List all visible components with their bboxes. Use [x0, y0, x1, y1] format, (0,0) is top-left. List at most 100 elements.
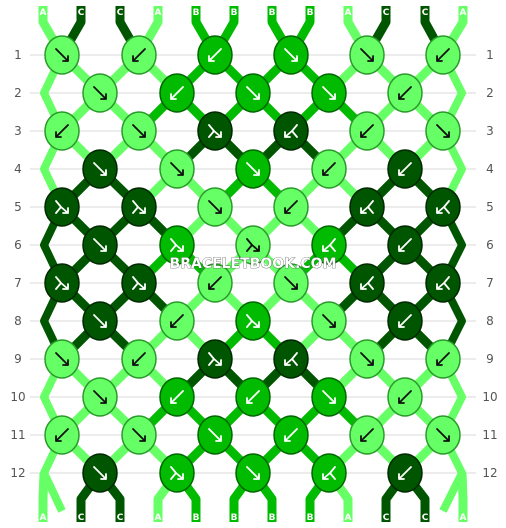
knot-arrow-icon	[398, 162, 412, 176]
knot	[121, 415, 157, 455]
knot	[44, 263, 80, 303]
knot	[235, 149, 271, 189]
knot-arrow-icon	[170, 390, 184, 404]
knot-arrow-icon	[246, 314, 260, 328]
bottom-strand	[457, 472, 468, 522]
knot-arrow-icon	[360, 124, 374, 138]
knot-arrow-icon	[246, 86, 260, 100]
knot-arrow-icon	[398, 390, 412, 404]
knot	[44, 35, 80, 75]
knot-arrow-icon	[132, 276, 146, 290]
knot-arrow-icon	[55, 124, 69, 138]
knot	[44, 111, 80, 151]
knot-arrow-icon	[55, 48, 69, 62]
knot	[349, 187, 385, 227]
knot-arrow-icon	[208, 428, 222, 442]
knot	[387, 453, 423, 493]
knot-arrow-icon	[208, 200, 222, 214]
knot	[197, 111, 233, 151]
knot	[159, 301, 195, 341]
row-label-right: 1	[486, 48, 494, 62]
knot-arrow-icon	[170, 314, 184, 328]
knot	[273, 263, 309, 303]
knot-arrow-icon	[170, 466, 184, 480]
knot-arrow-icon	[93, 466, 107, 480]
knot	[44, 339, 80, 379]
top-strand-label: A	[460, 8, 467, 18]
top-strand-label: C	[78, 8, 85, 18]
row-label-left: 7	[14, 276, 22, 290]
knot	[349, 339, 385, 379]
knot	[235, 377, 271, 417]
knot	[273, 415, 309, 455]
knot	[425, 415, 461, 455]
row-label-left: 1	[14, 48, 22, 62]
knot	[121, 339, 157, 379]
knot-arrow-icon	[170, 86, 184, 100]
row-label-right: 5	[486, 200, 494, 214]
knot-arrow-icon	[436, 200, 450, 214]
bottom-strand-label: A	[40, 513, 47, 523]
watermark-text: BRACELETBOOK.COM	[170, 256, 337, 272]
knot	[197, 339, 233, 379]
bottom-strand-label: C	[78, 513, 85, 523]
knot-arrow-icon	[360, 352, 374, 366]
bottom-strand-label: B	[231, 513, 238, 523]
knot	[311, 377, 347, 417]
knot	[349, 111, 385, 151]
knot	[311, 453, 347, 493]
row-label-right: 12	[482, 466, 497, 480]
knot-arrow-icon	[246, 466, 260, 480]
knot-arrow-icon	[284, 428, 298, 442]
row-label-left: 2	[14, 86, 22, 100]
knot	[44, 187, 80, 227]
row-label-right: 4	[486, 162, 494, 176]
knot	[425, 339, 461, 379]
row-label-right: 8	[486, 314, 494, 328]
bottom-strand-label: B	[269, 513, 276, 523]
knot-arrow-icon	[93, 390, 107, 404]
row-label-left: 3	[14, 124, 22, 138]
knot	[387, 301, 423, 341]
knot-arrow-icon	[360, 428, 374, 442]
knot	[159, 225, 195, 265]
knot-arrow-icon	[436, 276, 450, 290]
knot-arrow-icon	[208, 48, 222, 62]
knot	[121, 263, 157, 303]
knot-arrow-icon	[436, 48, 450, 62]
bottom-strand-label: A	[345, 513, 352, 523]
knot-arrow-icon	[55, 200, 69, 214]
row-label-left: 9	[14, 352, 22, 366]
row-label-left: 12	[10, 466, 25, 480]
knot	[349, 35, 385, 75]
knot	[235, 453, 271, 493]
knot	[273, 339, 309, 379]
top-strand-label: A	[40, 8, 47, 18]
top-strand-label: B	[307, 8, 314, 18]
knot-arrow-icon	[284, 48, 298, 62]
knot-arrow-icon	[246, 390, 260, 404]
knot	[311, 301, 347, 341]
row-label-left: 11	[10, 428, 25, 442]
knot-arrow-icon	[284, 352, 298, 366]
knot-arrow-icon	[322, 162, 336, 176]
row-label-right: 2	[486, 86, 494, 100]
knot-arrow-icon	[93, 162, 107, 176]
knot-arrow-icon	[398, 86, 412, 100]
knot-arrow-icon	[170, 162, 184, 176]
knot-arrow-icon	[55, 276, 69, 290]
knot	[159, 377, 195, 417]
row-label-right: 11	[482, 428, 497, 442]
knot	[197, 415, 233, 455]
knot	[273, 35, 309, 75]
knot-arrow-icon	[246, 238, 260, 252]
knot-arrow-icon	[284, 276, 298, 290]
knot	[273, 187, 309, 227]
knot	[311, 73, 347, 113]
knot	[82, 225, 118, 265]
knot	[82, 149, 118, 189]
knot	[235, 301, 271, 341]
knot-arrow-icon	[322, 390, 336, 404]
row-label-left: 8	[14, 314, 22, 328]
